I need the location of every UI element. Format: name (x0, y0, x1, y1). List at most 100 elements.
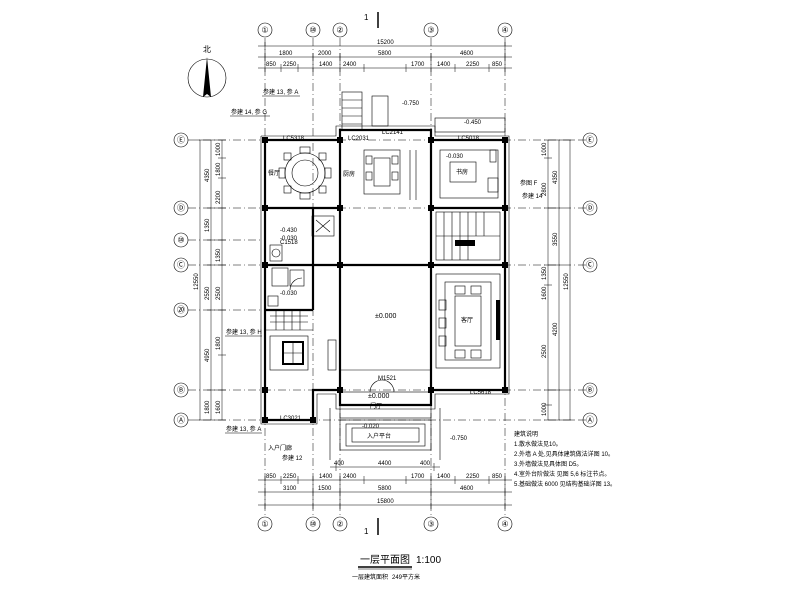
dim-bot-r1-7: 850 (492, 474, 503, 480)
dim-entry-2: 400 (420, 461, 431, 467)
hall-label: 门厅 (370, 402, 382, 410)
dim-left-r2-5: 1800 (216, 336, 222, 350)
dim-top-r2-7: 850 (492, 62, 503, 68)
door-m1521: M1521 (378, 376, 397, 382)
section-mark-bottom: 1 (364, 518, 379, 536)
axis-bottom-1: ① (261, 520, 268, 529)
axis-left-d1: ⑩ (177, 236, 184, 245)
dim-right-r1-2: 4200 (553, 322, 559, 336)
level-right-top: -0.450 (464, 120, 482, 126)
north-label: 北 (203, 45, 211, 54)
entry-porch: ±0.000 门厅 -0.020 入户平台 -0.750 (329, 391, 468, 460)
dining-room: 餐厅 LC5318 (268, 136, 332, 200)
callout-d: 参建 13, 参 A (226, 425, 261, 433)
callout-a: 参建 13, 参 A (263, 88, 298, 96)
living-room: 客厅 LC5618 (435, 273, 501, 396)
kitchen-area: 厨房 LC2031 LC2141 (343, 130, 417, 200)
drawing-title-block: 一层平面图 1:100 一层建筑面积 249平方米 (352, 554, 441, 581)
callout-f: 入户门廊 (268, 444, 292, 452)
window-lc5618: LC5618 (470, 390, 492, 396)
structural-columns (262, 137, 508, 423)
dim-bot-total: 15800 (377, 499, 394, 505)
dim-right-r2-0: 1000 (542, 142, 548, 156)
dim-top-r2-6: 2250 (466, 62, 480, 68)
dim-right-r2-2: 1350 (542, 266, 548, 280)
notes-item-4: 4.室外台阶做法 见图 5,6 标注节点。 (514, 470, 610, 478)
dim-right-r2-3: 1600 (542, 286, 548, 300)
axis-bottom-4: ③ (427, 520, 434, 529)
dim-right-r2-1: 2800 (542, 182, 548, 196)
dimensions-left: 12550 4350 1350 2550 4950 1800 1000 1800… (194, 139, 226, 421)
axis-right-c: Ⓒ (586, 261, 594, 270)
section-label-top: 1 (364, 13, 369, 22)
drawing-title: 一层平面图 (360, 554, 410, 566)
window-lc3021: LC3021 (280, 416, 302, 422)
north-arrow: 北 (187, 45, 227, 98)
window-lc5018: LC5018 (458, 136, 480, 142)
dim-left-r2-1: 1800 (216, 162, 222, 176)
dim-right-r1-0: 4350 (553, 170, 559, 184)
study-label: 书房 (456, 168, 468, 176)
dim-right-r1-1: 3550 (553, 232, 559, 246)
dining-label: 餐厅 (268, 169, 280, 177)
callout-b: 参建 14, 参 G (231, 108, 267, 116)
dimensions-right: 12550 4350 3550 4200 1000 2800 1350 1600… (542, 139, 574, 421)
dim-left-r1-0: 4350 (205, 168, 211, 182)
axis-top-2: ⑩ (309, 26, 316, 35)
dim-bot-r1-3: 2400 (343, 474, 357, 480)
notes-title: 建筑说明 (514, 430, 538, 438)
notes-item-5: 5.基础做法 6000 见结构基础详图 13。 (514, 480, 616, 488)
callouts: 参建 13, 参 A 参建 14, 参 G 参建 13, 参 H 参建 13, … (225, 88, 303, 462)
level-outside: -0.750 (450, 436, 468, 442)
dim-top-total: 15200 (377, 40, 394, 46)
axis-right-a: Ⓐ (586, 416, 594, 425)
dim-left-r1-2: 2550 (205, 286, 211, 300)
dim-top-r2-0: 850 (266, 62, 277, 68)
dim-top-r2-3: 2400 (343, 62, 357, 68)
dim-bot-r2-0: 3100 (283, 486, 297, 492)
section-mark-top: 1 (364, 12, 379, 28)
dim-bot-r2-2: 5800 (378, 486, 392, 492)
dim-top-r2-5: 1400 (437, 62, 451, 68)
axis-right-d: Ⓓ (586, 204, 594, 213)
dim-right-r2-5: 1000 (542, 402, 548, 416)
dim-left-r2-4: 2500 (216, 286, 222, 300)
dim-right-total: 12550 (564, 273, 570, 290)
notes-block: 建筑说明 1.散水做法见10。 2.外墙 A 处,见具体建筑做法详图 10。 3… (514, 430, 616, 488)
dim-bot-r1-5: 1400 (437, 474, 451, 480)
dim-bot-r2-1: 1500 (318, 486, 332, 492)
area-label: 一层建筑面积 (352, 573, 388, 581)
dim-top-r2-1: 2250 (283, 62, 297, 68)
dim-bot-r1-2: 1400 (319, 474, 333, 480)
dim-top-r1-0: 1800 (279, 51, 293, 57)
dim-left-r1-3: 4950 (205, 348, 211, 362)
window-lc2031: LC2031 (348, 136, 370, 142)
axis-top-5: ④ (501, 26, 508, 35)
axis-bottom-3: ② (336, 520, 343, 529)
rear-steps: -0.750 -0.450 (341, 91, 506, 133)
level-hall: ±0.000 (375, 313, 396, 320)
dim-bot-r1-1: 2250 (283, 474, 297, 480)
level-wc2: -0.030 (280, 236, 298, 242)
section-label-bottom: 1 (364, 527, 369, 536)
dim-right-r2-4: 2500 (542, 344, 548, 358)
axis-left-b: Ⓑ (177, 386, 185, 395)
axis-left-a: Ⓐ (177, 416, 185, 425)
axis-bubbles-right: Ⓔ Ⓓ Ⓒ Ⓑ Ⓐ (582, 132, 598, 428)
dim-bot-r2-3: 4600 (460, 486, 474, 492)
axis-bottom-5: ④ (501, 520, 508, 529)
axis-left-d: Ⓓ (177, 204, 185, 213)
level-study: -0.030 (446, 154, 464, 160)
study-room: 书房 -0.030 LC5018 (439, 136, 499, 199)
axis-left-c1: ⑳ (177, 306, 185, 315)
dimensions-bottom: 400 4400 400 850 2250 1400 2400 1700 140… (258, 461, 512, 509)
dim-entry-0: 400 (334, 461, 345, 467)
notes-item-3: 3.外墙做法见具体图 D5。 (514, 460, 582, 468)
axis-bottom-2: ⑩ (309, 520, 316, 529)
axis-left-e: Ⓔ (177, 136, 185, 145)
axis-top-4: ③ (427, 26, 434, 35)
dim-top-r2-2: 1400 (319, 62, 333, 68)
wc-area: -0.430 -0.030 -0.030 (267, 215, 335, 307)
storage-room: LC3021 (269, 310, 337, 422)
